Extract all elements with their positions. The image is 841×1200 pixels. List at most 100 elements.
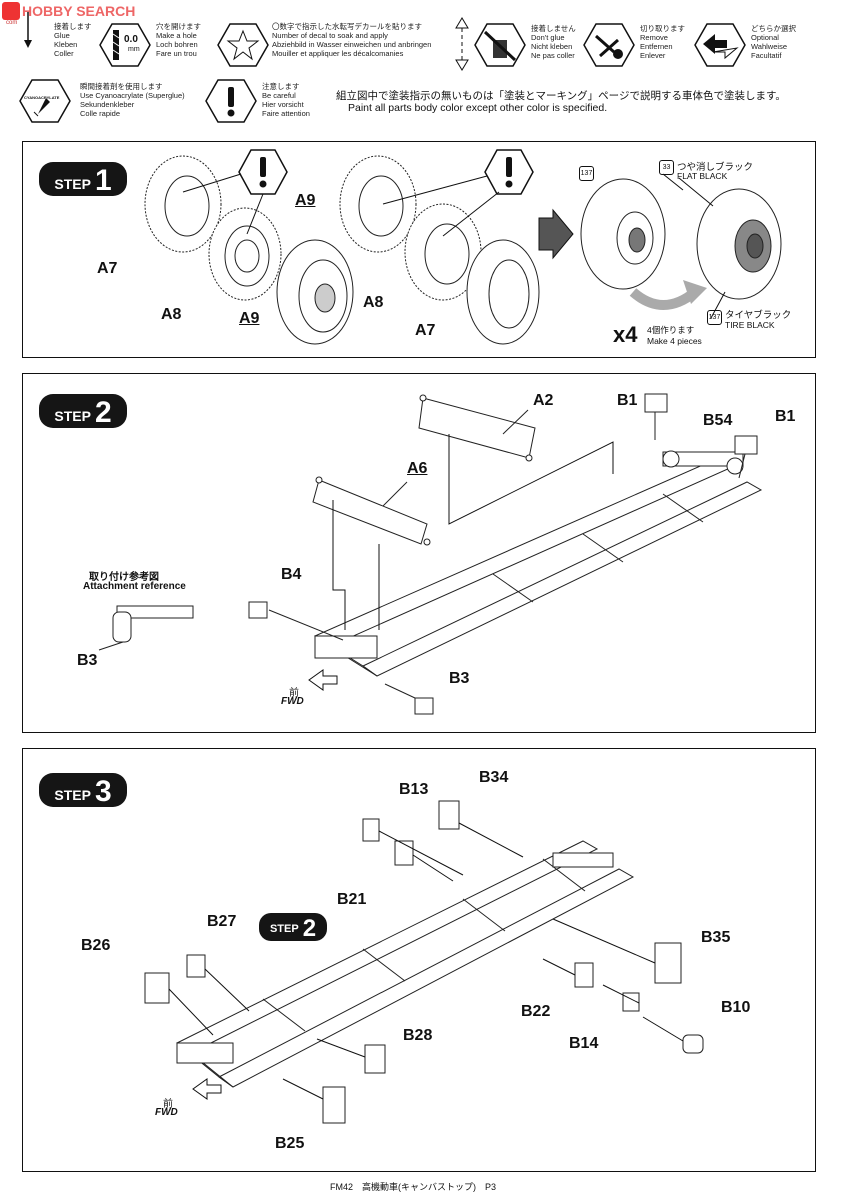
drill-unit: mm (128, 46, 140, 53)
fwd-label-ja: 前 (289, 688, 299, 699)
paint-note-en: Paint all parts body color except other … (348, 102, 608, 114)
legend-cyano-fr: Colle rapide (80, 109, 121, 118)
step1-drawing (144, 149, 782, 345)
part-b3-right (384, 683, 434, 715)
legend-decal-ja: 〇数字で指示した水転写デカールを貼ります (272, 22, 422, 31)
fwd-arrow-step3-icon (192, 1078, 222, 1100)
part-b27 (186, 954, 206, 978)
crossmember-a2 (418, 394, 536, 462)
legend-decal-de: Abziehbild in Wasser einweichen und anbr… (272, 40, 432, 49)
step3-word: STEP (54, 787, 91, 803)
tire-a9-left (276, 239, 354, 345)
multiplier: x4 (613, 322, 638, 347)
drill-size: 0.0 (124, 34, 138, 45)
decal-icon (217, 23, 269, 67)
label-a8-left: A8 (161, 306, 182, 323)
part-b1-left (644, 393, 668, 440)
part-b10 (682, 1034, 704, 1054)
attachment-reference-drawing (98, 605, 194, 651)
drill-hole-icon (99, 23, 151, 67)
step2-word: STEP (54, 408, 91, 424)
optional-icon (694, 23, 746, 67)
label-b1-right: B1 (775, 408, 796, 425)
watermark: HOBBY SEARCH com (0, 0, 160, 28)
legend-cyano-ja: 瞬間接着剤を使用します (80, 82, 163, 91)
label-b54: B54 (703, 412, 733, 429)
finished-tire-1 (580, 178, 666, 290)
legend-arrows (452, 17, 472, 75)
legend-glue-en: Glue (54, 31, 70, 40)
fwd-label-en: FWD (281, 696, 304, 707)
legend-caution-en: Be careful (262, 91, 296, 100)
cutter-icon (583, 23, 635, 67)
legend-dontglue-ja: 接着しません (531, 24, 576, 33)
label-b3-right: B3 (449, 670, 470, 687)
legend-optional-en: Optional (751, 33, 779, 42)
part-b22 (574, 962, 594, 988)
step3-drawing (144, 800, 704, 1124)
attachment-reference-ja: 取り付け参考図 (89, 572, 159, 583)
legend-remove-ja: 切り取ります (640, 24, 685, 33)
part-b4 (248, 601, 344, 641)
legend-dontglue-de: Nicht kleben (531, 42, 573, 51)
label-b22: B22 (521, 1003, 551, 1020)
legend-drill-de: Loch bohren (156, 40, 198, 49)
step3-inset-number: 2 (302, 915, 317, 942)
part-b1-right (734, 435, 758, 479)
legend-decal-fr: Mouiller et appliquer les décalcomanies (272, 49, 404, 58)
legend-drill-ja: 穴を開けます (156, 22, 201, 31)
paint-tire-black-ja: タイヤブラック (725, 310, 792, 321)
legend-optional-fr: Facultatif (751, 51, 782, 60)
wheel-hub-a7-left (144, 155, 222, 253)
part-b26 (144, 972, 170, 1004)
caution-hex-left (182, 149, 288, 235)
label-a6: A6 (407, 460, 428, 477)
paint-note-ja: 組立図中で塗装指示の無いものは「塗装とマーキング」ページで説明する車体色で塗装し… (336, 90, 786, 102)
cyano-badge: CYANOACRYLATE (24, 95, 60, 100)
part-b54 (662, 450, 744, 475)
legend-cyano-en: Use Cyanoacrylate (Superglue) (80, 91, 185, 100)
paint-tire-black-en: TIRE BLACK (725, 320, 775, 330)
legend-caution-ja: 注意します (262, 82, 300, 91)
exclamation-icon (205, 79, 257, 123)
caution-hex-right (382, 149, 534, 237)
legend-decal-en: Number of decal to soak and apply (272, 31, 388, 40)
fwd3-label-ja: 前 (163, 1099, 173, 1110)
crossmember-a6 (312, 476, 431, 546)
legend-drill-fr: Fare un trou (156, 49, 197, 58)
dont-glue-icon (474, 23, 526, 67)
label-a9-left: A9 (239, 310, 260, 327)
label-a2: A2 (533, 392, 554, 409)
label-a7-right: A7 (415, 322, 436, 339)
double-arrow-icon (455, 17, 469, 71)
finished-tire-2 (696, 188, 782, 300)
legend-optional-ja: どちらか選択 (751, 24, 796, 33)
fwd3-label-en: FWD (155, 1107, 178, 1118)
chassis-frame-full (176, 840, 635, 1088)
cyanoacrylate-icon (19, 79, 71, 123)
label-b1-left: B1 (617, 392, 638, 409)
page-footer: FM42 高機動車(キャンバストップ) P3 (330, 1182, 497, 1192)
legend-glue-fr: Coller (54, 49, 74, 58)
label-b34: B34 (479, 769, 509, 786)
label-b13: B13 (399, 781, 429, 798)
legend-cyano-de: Sekundenkleber (80, 100, 135, 109)
label-b21: B21 (337, 891, 367, 908)
legend-dontglue-fr: Ne pas coller (531, 51, 575, 60)
tire-a7-right (466, 239, 540, 345)
part-b34 (438, 800, 460, 830)
label-b28: B28 (403, 1027, 433, 1044)
legend-glue-de: Kleben (54, 40, 78, 49)
paint-flat-black-en: FLAT BLACK (677, 171, 728, 181)
